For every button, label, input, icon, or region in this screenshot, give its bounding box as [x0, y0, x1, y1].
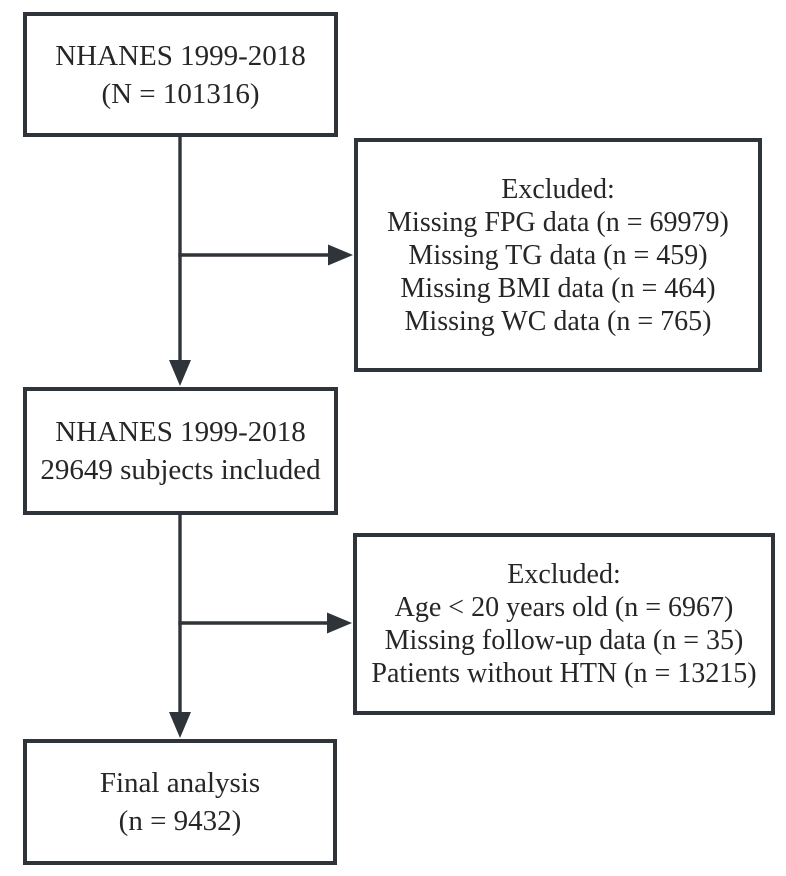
box-text-line: Age < 20 years old (n = 6967) [394, 592, 734, 623]
arrow-included-to-final [169, 515, 191, 738]
box-text-line: NHANES 1999-2018 [55, 416, 306, 448]
box-source-population: NHANES 1999-2018 (N = 101316) [23, 12, 338, 137]
box-included-subjects: NHANES 1999-2018 29649 subjects included [23, 387, 338, 515]
box-text-line: Missing WC data (n = 765) [404, 305, 712, 337]
box-text-line: 29649 subjects included [40, 454, 321, 486]
box-text-line: Final analysis [99, 767, 261, 799]
arrow-source-to-included [169, 137, 191, 386]
box-text-line: Excluded: [507, 559, 621, 590]
box-text-line: Missing TG data (n = 459) [408, 239, 708, 271]
arrow-branch-to-excluded-2 [178, 612, 352, 634]
box-text-line: (N = 101316) [101, 77, 260, 110]
box-excluded-first: Excluded: Missing FPG data (n = 69979) M… [354, 138, 762, 372]
box-text-line: Missing follow-up data (n = 35) [384, 625, 744, 656]
box-excluded-second: Excluded: Age < 20 years old (n = 6967) … [353, 533, 775, 715]
box-final-analysis: Final analysis (n = 9432) [23, 739, 337, 865]
box-text-line: (n = 9432) [118, 805, 242, 837]
arrow-branch-to-excluded-1 [178, 244, 353, 266]
box-text-line: Missing FPG data (n = 69979) [387, 206, 729, 238]
box-text-line: Patients without HTN (n = 13215) [371, 658, 757, 689]
box-text-line: NHANES 1999-2018 [55, 39, 306, 72]
box-text-line: Excluded: [501, 173, 615, 205]
box-text-line: Missing BMI data (n = 464) [400, 272, 716, 304]
